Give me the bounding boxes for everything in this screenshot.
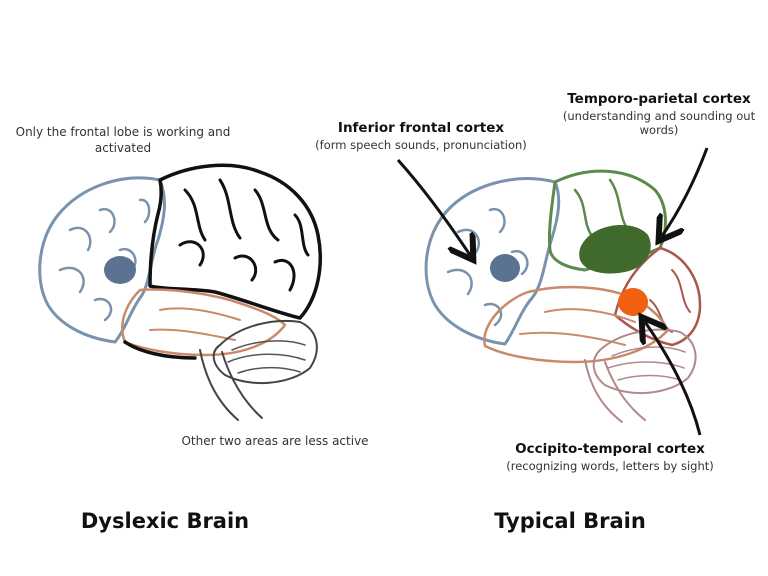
right-temporo-parietal-spot (579, 224, 651, 274)
right-inferior-frontal-spot (490, 254, 520, 282)
left-temporal-lobe (121, 288, 287, 357)
left-posterior-lobes (148, 163, 322, 320)
left-frontal-lobe (38, 176, 166, 344)
left-top-note: Only the frontal lobe is working and act… (15, 125, 231, 155)
label-inferior-frontal-title: Inferior frontal cortex (337, 120, 505, 136)
right-caption: Typical Brain (494, 509, 646, 533)
label-inferior-frontal-subtitle: (form speech sounds, pronunciation) (315, 137, 527, 152)
label-occipito-temporal: Occipito-temporal cortex (recognizing wo… (482, 441, 738, 473)
arrow-temporo-parietal (662, 147, 709, 236)
label-inferior-frontal: Inferior frontal cortex (form speech sou… (296, 120, 546, 152)
dyslexic-brain (38, 163, 322, 421)
arrow-occipito-temporal (645, 322, 702, 436)
left-brainstem (199, 349, 263, 421)
arrow-inferior-frontal (396, 158, 470, 255)
label-temporo-parietal-title: Temporo-parietal cortex (567, 91, 751, 107)
left-inferior-frontal-spot (104, 256, 136, 284)
right-occipito-temporal-spot (618, 288, 648, 316)
right-brainstem (584, 359, 646, 423)
label-occipito-temporal-title: Occipito-temporal cortex (515, 441, 705, 457)
typical-brain (424, 169, 702, 423)
right-temporal-lobe (483, 285, 670, 364)
left-cerebellum (212, 319, 318, 385)
label-temporo-parietal: Temporo-parietal cortex (understanding a… (556, 91, 762, 138)
left-caption: Dyslexic Brain (80, 509, 250, 533)
label-occipito-temporal-subtitle: (recognizing words, letters by sight) (506, 458, 714, 473)
left-bottom-note: Other two areas are less active (181, 434, 369, 448)
label-temporo-parietal-subtitle: (understanding and sounding out words) (562, 108, 756, 138)
